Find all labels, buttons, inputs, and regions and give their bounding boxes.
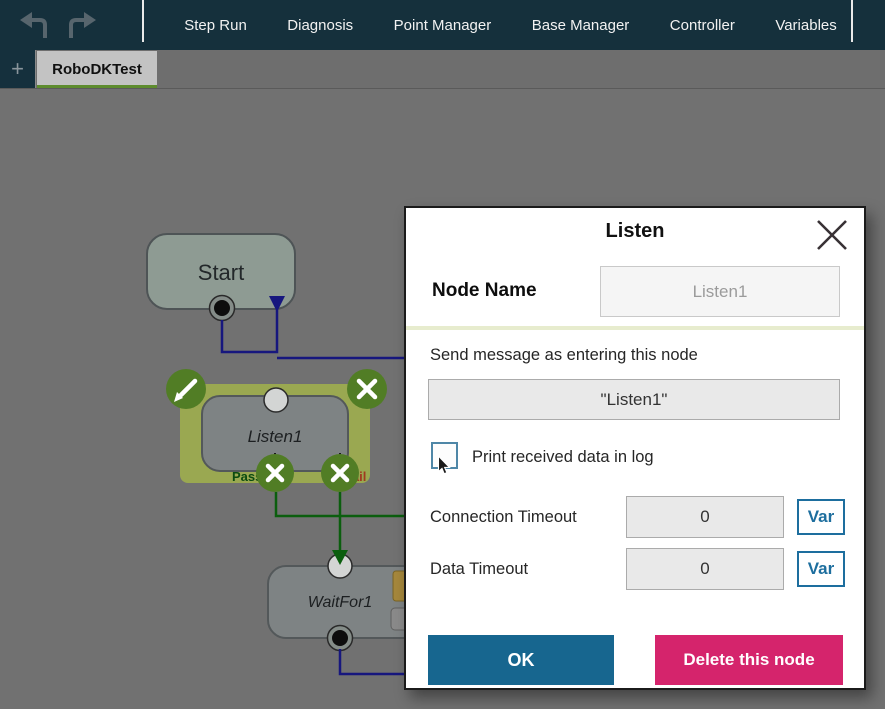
listen-node-label: Listen1 <box>248 427 303 446</box>
tab-label: RoboDKTest <box>52 61 142 78</box>
redo-icon <box>69 12 96 38</box>
close-x-icon <box>356 378 378 400</box>
menu-controller[interactable]: Controller <box>660 11 745 40</box>
dialog-title: Listen <box>605 220 665 242</box>
tab-robodktest[interactable]: RoboDKTest <box>37 51 157 88</box>
connection-timeout-input[interactable]: 0 <box>626 496 784 538</box>
dialog-close-button[interactable] <box>812 216 852 256</box>
active-tab-underline <box>37 85 157 88</box>
waitfor-output-port-dot <box>332 630 348 646</box>
x-icon <box>330 463 350 483</box>
pencil-icon-tip <box>174 392 183 402</box>
listen-pass-label: Pass <box>232 469 262 484</box>
x-icon <box>265 463 285 483</box>
wire-arrowhead-blue <box>269 296 285 312</box>
undo-button[interactable] <box>12 5 58 45</box>
print-log-label: Print received data in log <box>472 448 654 466</box>
print-log-checkbox[interactable] <box>431 442 458 469</box>
ok-button[interactable]: OK <box>428 635 614 685</box>
menu-diagnosis[interactable]: Diagnosis <box>277 11 363 40</box>
node-name-input[interactable]: Listen1 <box>600 266 840 317</box>
menu-base-manager[interactable]: Base Manager <box>522 11 640 40</box>
top-toolbar: Step Run Diagnosis Point Manager Base Ma… <box>0 0 885 50</box>
start-output-port-dot <box>214 300 230 316</box>
menu-step-run[interactable]: Step Run <box>174 11 257 40</box>
close-icon <box>817 219 847 250</box>
menu-point-manager[interactable]: Point Manager <box>384 11 502 40</box>
flow-diagram: Start Listen1 Pass Fail <box>146 233 441 676</box>
add-tab-button[interactable]: + <box>0 50 36 88</box>
send-message-input[interactable]: "Listen1" <box>428 379 840 420</box>
send-message-label: Send message as entering this node <box>430 346 698 364</box>
toolbar-divider-right <box>851 0 853 42</box>
undo-icon <box>20 12 47 38</box>
data-timeout-input[interactable]: 0 <box>626 548 784 590</box>
toolbar-divider-left <box>142 0 144 42</box>
data-timeout-var-button[interactable]: Var <box>797 551 845 587</box>
listen-input-port[interactable] <box>263 387 289 413</box>
delete-this-node-button[interactable]: Delete this node <box>655 635 843 685</box>
wire-start-to-listen <box>220 299 279 354</box>
connection-timeout-label: Connection Timeout <box>430 508 577 526</box>
section-divider <box>406 326 864 330</box>
wire-pass-branch <box>274 492 412 518</box>
redo-button[interactable] <box>58 5 104 45</box>
node-name-label: Node Name <box>432 280 537 301</box>
connection-timeout-var-button[interactable]: Var <box>797 499 845 535</box>
menu-variables[interactable]: Variables <box>765 11 846 40</box>
wire-arrowhead-green <box>332 550 348 565</box>
listen-dialog: Listen Node Name Listen1 Send message as… <box>404 206 866 690</box>
start-node-label: Start <box>198 260 244 285</box>
waitfor-node-label: WaitFor1 <box>308 594 373 611</box>
flow-canvas[interactable]: Start Listen1 Pass Fail <box>0 88 885 709</box>
pencil-icon <box>178 378 198 398</box>
toolbar-menu: Step Run Diagnosis Point Manager Base Ma… <box>144 11 885 40</box>
data-timeout-label: Data Timeout <box>430 560 529 578</box>
tab-bar: + RoboDKTest <box>0 50 885 88</box>
wire-waitfor-out <box>338 649 412 676</box>
